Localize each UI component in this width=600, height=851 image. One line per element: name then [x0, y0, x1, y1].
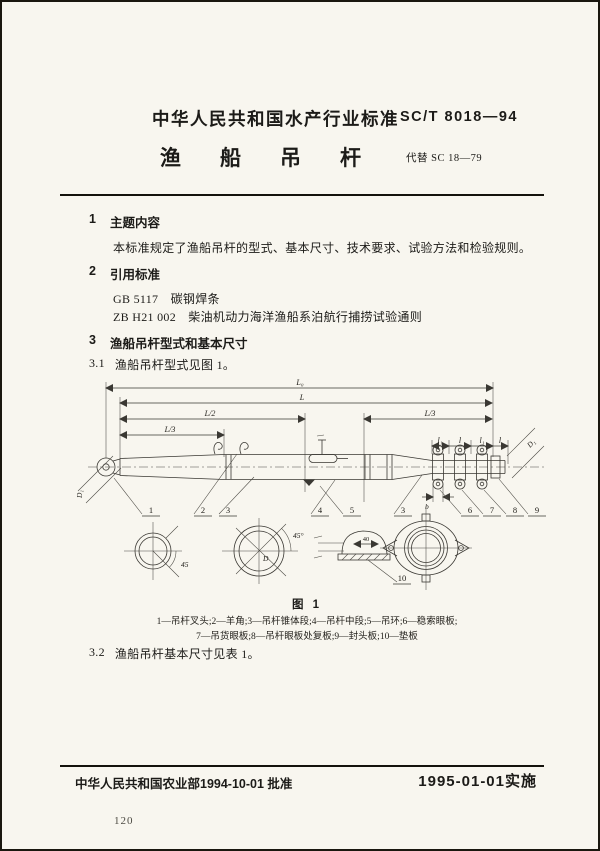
callout-3b: 3 — [401, 505, 405, 515]
dim-label-overall-length: L₀ — [295, 378, 303, 387]
clause-3-1: 3.1 渔船吊杆型式见图 1。 — [89, 356, 235, 373]
reference-standard-1: GB 5117 碳钢焊条 — [113, 292, 220, 306]
callout-numbers: 1 2 3 4 5 3 6 7 8 9 — [113, 453, 546, 517]
cross-section-tube-large: 45° D — [222, 518, 304, 584]
dim-label-third-left: L/3 — [164, 425, 176, 434]
callout-7: 7 — [490, 505, 494, 515]
footer-rule — [60, 765, 544, 767]
section-2-number: 2 — [89, 264, 96, 278]
figure-legend-line-1: 1—吊杆叉头;2—羊角;3—吊杆锥体段;4—吊杆中段;5—吊环;6—稳索眼板; — [156, 617, 458, 627]
horn-cleats — [213, 442, 249, 455]
dim-label-la: l — [459, 436, 462, 445]
callout-2: 2 — [201, 505, 205, 515]
dimension-d1-right: D₁ — [506, 427, 545, 479]
clause-3-2-text: 渔船吊杆基本尺寸见表 1。 — [114, 647, 260, 661]
lifting-ring-fitting — [303, 434, 348, 486]
collar-cross-section-view — [380, 507, 472, 590]
derrick-boom-side-view: b D₁ D₁ — [75, 427, 545, 511]
dim-label-b: b — [425, 502, 429, 511]
fork-head — [96, 457, 121, 477]
angle-label-45deg: 45° — [293, 531, 304, 540]
section-1-number: 1 — [89, 212, 96, 226]
approval-note: 中华人民共和国农业部1994-10-01 批准 — [75, 777, 293, 791]
dim-label-third-right: L/3 — [424, 409, 436, 418]
dim-label-d1-right: D₁ — [524, 437, 537, 450]
saddle-pad-detail: 40 10 — [313, 530, 411, 585]
figure-caption: 图 1 — [291, 599, 323, 611]
dim-label-d: D — [262, 554, 269, 563]
section-1-heading: 1 主题内容 — [89, 212, 160, 231]
effective-date: 1995-01-01实施 — [418, 773, 537, 790]
callout-6: 6 — [468, 505, 472, 515]
callout-8: 8 — [513, 505, 517, 515]
clause-3-1-number: 3.1 — [89, 356, 105, 370]
header-rule — [60, 194, 544, 196]
dim-label-l1a: l₁ — [437, 436, 442, 445]
eye-plate-collars — [432, 444, 488, 490]
callout-3: 3 — [226, 505, 230, 515]
clause-3-2-number: 3.2 — [89, 645, 105, 659]
callout-9: 9 — [535, 505, 539, 515]
clause-3-1-text: 渔船吊杆型式见图 1。 — [114, 358, 236, 372]
callout-5: 5 — [350, 505, 354, 515]
figure-legend-line-2: 7—吊货眼板;8—吊杆眼板处复板;9—封头板;10—垫板 — [196, 632, 418, 642]
section-1-body: 本标准规定了渔船吊杆的型式、基本尺寸、技术要求、试验方法和检验规则。 — [113, 241, 532, 255]
section-3-title: 渔船吊杆型式和基本尺寸 — [109, 337, 248, 351]
cross-section-tube-small: 45 — [124, 522, 189, 580]
dimension-b: b — [422, 484, 454, 511]
derrick-technical-drawing: L₀ L L/2 L/3 L/3 l₁ l l₁ l — [75, 378, 546, 590]
page-number: 120 — [114, 815, 134, 827]
standard-authority-line: 中华人民共和国水产行业标准 — [152, 109, 399, 129]
dim-label-l1b: l₁ — [479, 436, 484, 445]
callout-1: 1 — [149, 505, 153, 515]
dim-label-half-length: L/2 — [204, 409, 216, 418]
callout-4: 4 — [318, 505, 323, 515]
dim-label-length: L — [299, 393, 305, 402]
section-3-number: 3 — [89, 333, 96, 347]
section-1-title: 主题内容 — [109, 216, 160, 230]
section-3-heading: 3 渔船吊杆型式和基本尺寸 — [89, 333, 247, 352]
standard-code: SC/T 8018—94 — [400, 109, 518, 125]
end-cap-plate — [490, 455, 501, 479]
dim-label-lb: l — [499, 436, 502, 445]
callout-10: 10 — [398, 573, 407, 583]
clause-3-2: 3.2 渔船吊杆基本尺寸见表 1。 — [89, 645, 260, 662]
document-title: 渔 船 吊 杆 — [160, 147, 370, 170]
reference-standard-2: ZB H21 002 柴油机动力海洋渔船系泊航行捕捞试验通则 — [113, 310, 423, 324]
angle-label-45: 45 — [181, 560, 189, 569]
dim-label-d1-left: D₁ — [75, 490, 84, 499]
section-2-title: 引用标准 — [109, 268, 160, 282]
dim-label-40: 40 — [363, 536, 370, 543]
section-2-heading: 2 引用标准 — [89, 264, 160, 283]
dimension-d1-left: D₁ — [75, 455, 122, 504]
replaces-note: 代替 SC 18—79 — [406, 153, 483, 164]
